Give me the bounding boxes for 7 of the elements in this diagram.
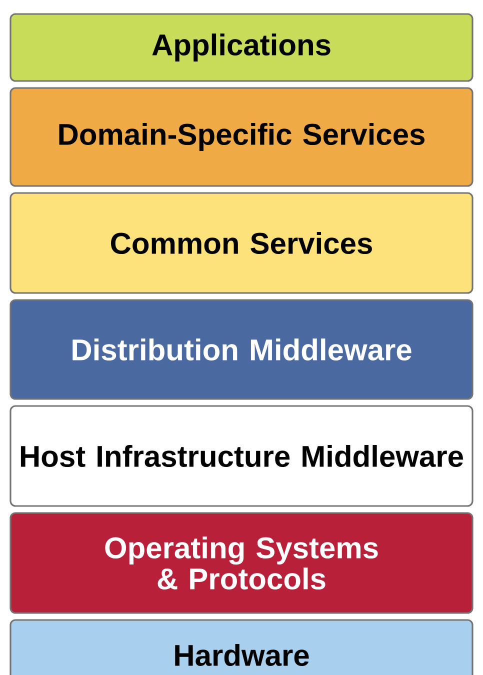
layer-box: Common Services: [10, 192, 474, 294]
layer-box: Host Infrastructure Middleware: [10, 405, 474, 507]
layer-box: Distribution Middleware: [10, 299, 474, 400]
layer-box: Applications: [10, 13, 474, 82]
layer-box: Hardware: [10, 619, 474, 675]
layer-box: Domain-Specific Services: [10, 87, 474, 187]
layer-box: Operating Systems & Protocols: [10, 512, 474, 614]
